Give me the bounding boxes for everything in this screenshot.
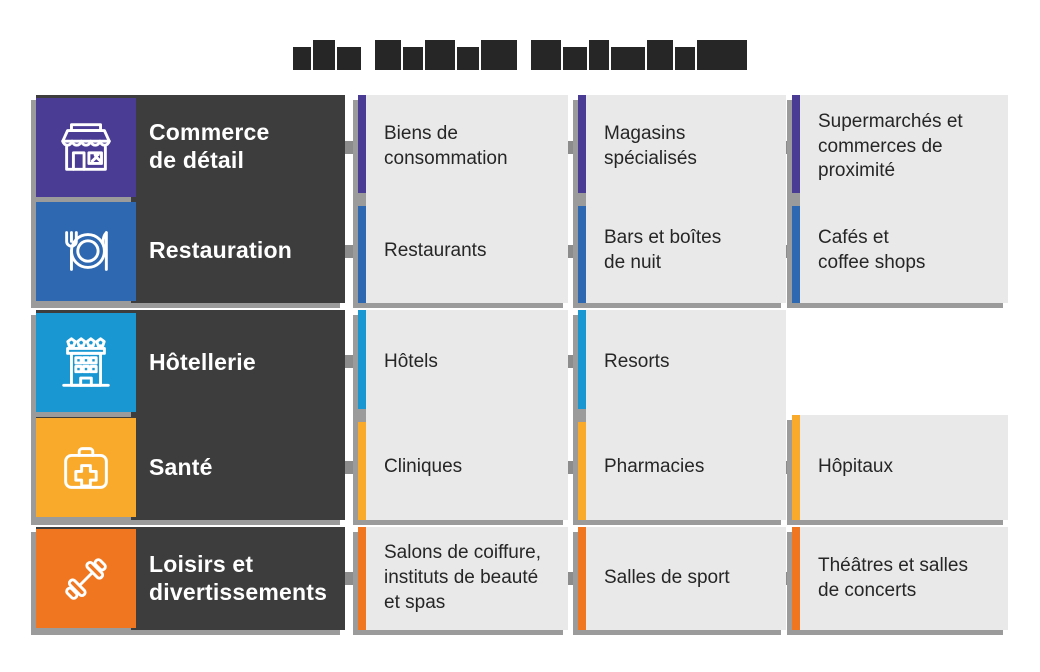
accent-bar: [578, 527, 586, 630]
accent-bar: [792, 415, 800, 520]
box-col2-group1: Biens de consommation Restaurants: [358, 95, 568, 303]
accent-bar: [578, 310, 586, 520]
item-theatres-salles-concerts: Théâtres et salles de concerts: [818, 554, 968, 601]
first-aid-icon: [36, 418, 136, 517]
storefront-icon: [36, 97, 136, 197]
box-col4-loisirs: Théâtres et salles de concerts: [792, 527, 1008, 630]
dumbbell-icon: [36, 529, 136, 628]
item-supermarches: Supermarchés et commerces de proximité: [818, 110, 963, 182]
item-salles-de-sport: Salles de sport: [604, 567, 730, 589]
redacted-title-word: [293, 40, 361, 70]
hotel-icon: [36, 313, 136, 412]
accent-bar: [792, 95, 800, 303]
panel-row-hotellerie: Hôtellerie: [36, 310, 345, 415]
redacted-title-word: [375, 40, 517, 70]
accent-bar: [358, 527, 366, 630]
box-col2-group2: Hôtels Cliniques: [358, 310, 568, 520]
accent-bar: [358, 95, 366, 303]
item-hopitaux: Hôpitaux: [818, 456, 893, 478]
sector-label-sante: Santé: [149, 453, 213, 480]
accent-bar: [578, 95, 586, 303]
accent-bar: [792, 527, 800, 630]
item-resorts: Resorts: [604, 351, 670, 373]
box-col3-group1: Magasins spécialisés Bars et boîtes de n…: [578, 95, 786, 303]
restaurant-icon: [36, 201, 136, 301]
item-salons-coiffure: Salons de coiffure, instituts de beauté …: [384, 542, 542, 613]
panel-row-commerce: Commerce de détail: [36, 95, 345, 199]
sector-label-commerce: Commerce de détail: [149, 119, 270, 173]
item-hotels: Hôtels: [384, 351, 438, 373]
sector-panel-loisirs: Loisirs et divertissements: [36, 527, 345, 630]
item-magasins-specialises: Magasins spécialisés: [604, 123, 697, 169]
sector-label-hotellerie: Hôtellerie: [149, 348, 256, 375]
box-col3-loisirs: Salles de sport: [578, 527, 786, 630]
item-biens-de-consommation: Biens de consommation: [384, 123, 508, 169]
sector-label-restauration: Restauration: [149, 237, 292, 264]
redacted-title: [0, 40, 1040, 70]
item-pharmacies: Pharmacies: [604, 456, 705, 478]
box-col4-hopitaux: Hôpitaux: [792, 415, 1008, 520]
sector-label-loisirs: Loisirs et divertissements: [149, 550, 328, 605]
panel-row-restauration: Restauration: [36, 199, 345, 303]
item-restaurants: Restaurants: [384, 239, 487, 261]
sector-panel-hotellerie-sante: Hôtellerie Santé: [36, 310, 345, 520]
redacted-title-word: [531, 40, 747, 70]
item-cafes-coffee-shops: Cafés et coffee shops: [818, 227, 926, 273]
box-col2-loisirs: Salons de coiffure, instituts de beauté …: [358, 527, 568, 630]
item-bars-boites-nuit: Bars et boîtes de nuit: [604, 227, 722, 273]
item-cliniques: Cliniques: [384, 456, 463, 478]
box-col4-group1: Supermarchés et commerces de proximité C…: [792, 95, 1008, 303]
sector-panel-commerce-restauration: Commerce de détail Restauration: [36, 95, 345, 303]
panel-row-sante: Santé: [36, 415, 345, 520]
accent-bar: [358, 310, 366, 520]
box-col3-group2: Resorts Pharmacies: [578, 310, 786, 520]
panel-row-loisirs: Loisirs et divertissements: [36, 527, 345, 630]
